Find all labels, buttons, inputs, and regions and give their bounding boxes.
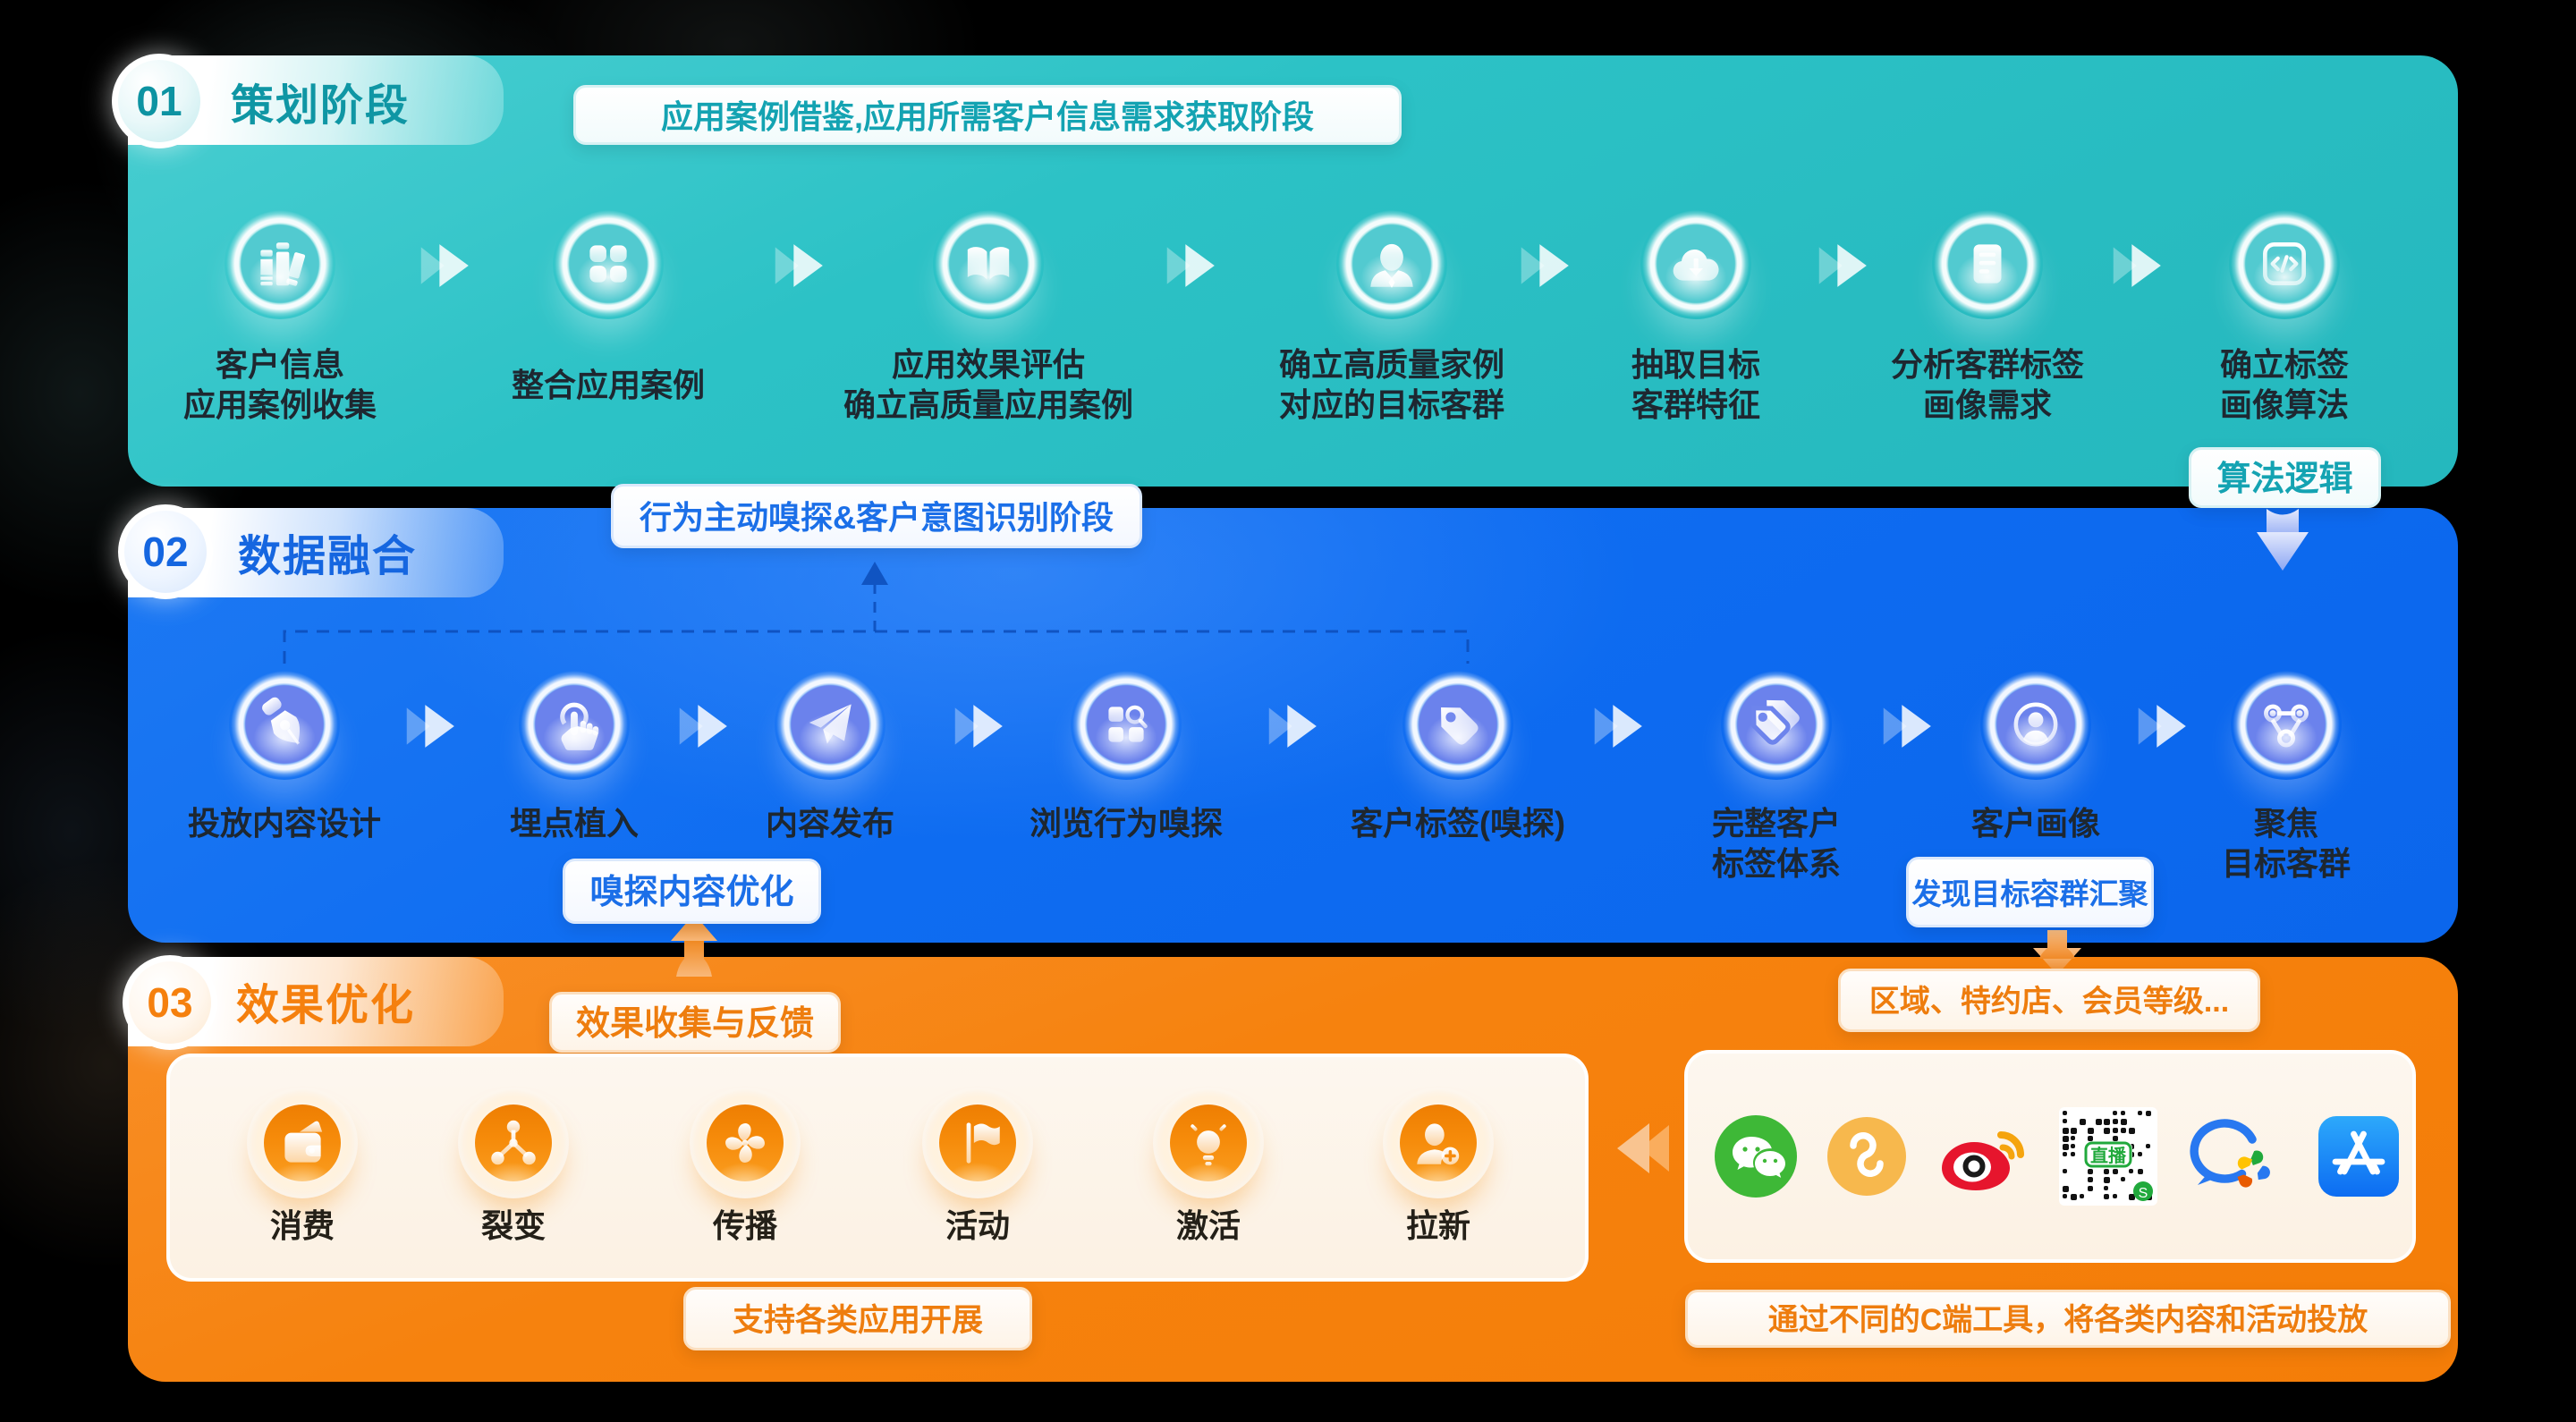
svg-text:S: S	[2139, 1186, 2148, 1201]
svg-text:直播: 直播	[2090, 1145, 2127, 1166]
